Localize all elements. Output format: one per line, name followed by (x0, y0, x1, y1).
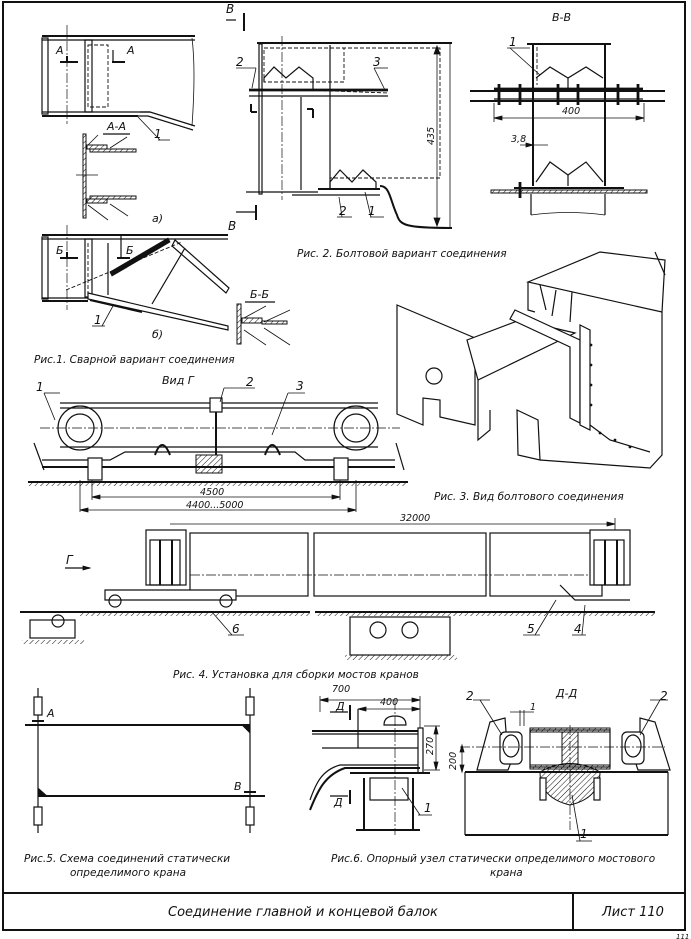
dimension-4500: 4500 (200, 487, 224, 498)
dimension-400-v-v: 400 (562, 106, 580, 117)
fig6-side-drawing (309, 696, 440, 835)
dimension-435: 435 (426, 127, 437, 145)
section-d-mark-bottom: Д (333, 796, 343, 809)
callout-2-view-g: 2 (246, 375, 254, 389)
callout-6-fig4: 6 (232, 622, 240, 636)
dimension-270: 270 (425, 737, 436, 755)
fig4-view-g: Вид Г 1 2 3 4500 4400...5000 (28, 374, 408, 513)
callout-1-fig1b: 1 (94, 313, 102, 327)
fig6-caption-line1: Рис.6. Опорный узел статически определим… (331, 853, 655, 865)
fig2-drawing (226, 13, 453, 229)
dimension-32000: 32000 (400, 513, 430, 524)
sheet-title: Соединение главной и концевой балок (168, 905, 438, 920)
callout-2-fig6-left: 2 (466, 689, 474, 703)
view-g-direction-mark: Г (66, 553, 74, 567)
fig3-drawing (396, 251, 666, 469)
fig4-drawing (20, 518, 655, 660)
callout-1-view-g: 1 (36, 380, 44, 394)
fig1-welded-connection: А А 1 А-А а) (34, 25, 291, 366)
section-d-d-title: Д-Д (555, 687, 578, 700)
sheet-number: Лист 110 (601, 905, 664, 920)
point-b-label: В (234, 780, 242, 793)
section-a-a-title: А-А (106, 120, 126, 133)
section-a-a-drawing (76, 133, 137, 221)
callout-1-fig1a: 1 (154, 127, 162, 141)
section-v-mark-bottom: В (228, 219, 236, 233)
point-a-label: А (46, 707, 55, 720)
page-corner-mark: 111 (676, 933, 689, 939)
dimension-4400-5000: 4400...5000 (186, 500, 243, 511)
fig4-caption: Рис. 4. Установка для сборки мостов кран… (173, 669, 419, 681)
section-v-v-title: В-В (552, 11, 571, 24)
variant-b-label: б) (152, 328, 163, 341)
fig2-bolted-connection: В В 2 3 2 1 435 Рис. 2. Болтовой вариант… (226, 2, 665, 260)
section-b-b-title: Б-Б (250, 288, 269, 301)
fig1-caption: Рис.1. Сварной вариант соединения (34, 354, 235, 366)
callout-2-fig2-bottom: 2 (339, 204, 347, 218)
fig5-connection-scheme: А В Рис.5. Схема соединений статически о… (24, 688, 265, 879)
section-b-mark-left: Б (56, 244, 64, 257)
fig3-caption: Рис. 3. Вид болтового соединения (434, 491, 624, 503)
fig6-caption-line2: крана (490, 867, 523, 879)
view-g-drawing (28, 387, 408, 513)
section-d-d-drawing (459, 699, 671, 842)
callout-1-section-v-v: 1 (509, 35, 517, 49)
callout-1-section-d-d: 1 (580, 827, 588, 841)
fig5-drawing (25, 688, 265, 833)
callout-4-fig4: 4 (574, 622, 582, 636)
section-a-mark-left: А (55, 44, 64, 57)
fig5-caption-line2: определимого крана (70, 867, 186, 879)
callout-3-fig2: 3 (373, 55, 381, 69)
dimension-700: 700 (332, 684, 350, 695)
dimension-400-fig6: 400 (380, 697, 398, 708)
fig1a-drawing (41, 25, 196, 141)
section-v-v-drawing (470, 43, 665, 216)
section-b-mark-right: Б (126, 244, 134, 257)
view-g-title: Вид Г (162, 374, 195, 387)
fig4-assembly-setup: 32000 Г 6 5 4 Рис. 4. Установка для сбор… (20, 513, 655, 681)
callout-5-fig4: 5 (527, 622, 535, 636)
section-d-mark-top: Д (335, 700, 345, 713)
callout-1-fig6-side: 1 (424, 801, 432, 815)
section-b-b-drawing (236, 301, 291, 346)
dimension-200: 200 (448, 752, 459, 770)
callout-2-fig6-right: 2 (660, 689, 668, 703)
fig5-caption-line1: Рис.5. Схема соединений статически (24, 853, 230, 865)
section-a-mark-right: А (126, 44, 135, 57)
callout-1-fig2: 1 (368, 204, 376, 218)
dimension-3-8: 3,8 (511, 134, 526, 145)
fig1b-drawing (41, 225, 230, 331)
fig2-caption: Рис. 2. Болтовой вариант соединения (297, 248, 507, 260)
callout-3-view-g: 3 (296, 379, 304, 393)
fig6-support-node: 700 400 270 Д Д 1 (309, 684, 671, 879)
fig3-isometric-bolted-view: Рис. 3. Вид болтового соединения (396, 251, 666, 503)
variant-a-label: а) (152, 212, 163, 225)
callout-2-fig2-top: 2 (236, 55, 244, 69)
section-v-mark-top: В (226, 2, 234, 16)
dimension-gap-1: 1 (530, 702, 536, 713)
